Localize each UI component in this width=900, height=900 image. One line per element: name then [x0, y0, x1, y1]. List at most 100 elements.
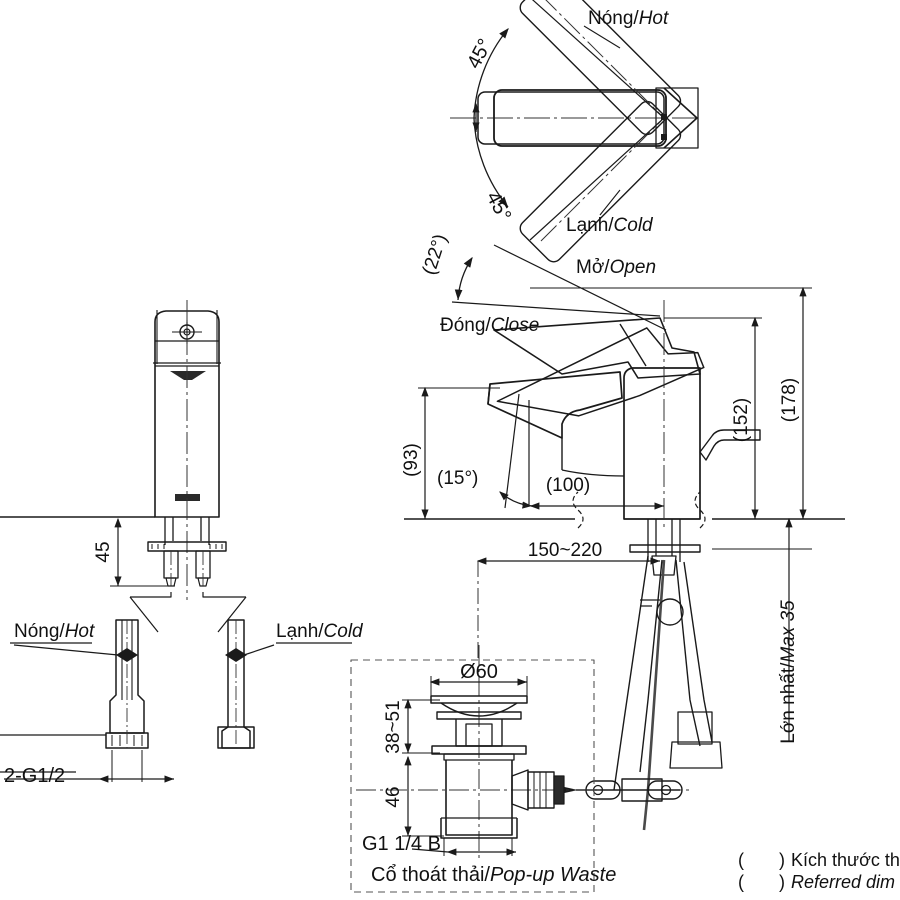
front-handle-sides — [156, 310, 218, 364]
flare-right-diag — [217, 596, 247, 633]
hot-label-leader — [583, 25, 621, 49]
supply-detail-group — [0, 619, 352, 783]
dim-label-152: (152) — [731, 398, 752, 442]
handle-hot-position — [519, 100, 682, 263]
pivot-dot-upper — [661, 114, 667, 120]
supply-hot-label: Nóng/Hot — [14, 621, 95, 642]
pivot-dot-lower — [661, 134, 667, 140]
spout-underside — [561, 469, 625, 477]
front-lever-indicator — [170, 371, 206, 380]
dim-ext-2g12 — [111, 750, 143, 782]
top-view-group — [450, 0, 700, 263]
supply-hose-left — [613, 555, 649, 791]
popup-pivot-nut-faces — [533, 772, 547, 808]
popup-gasket — [443, 753, 515, 761]
flare-right-top — [202, 592, 246, 598]
hot-supply-nut — [105, 732, 149, 749]
supply-hose-coupling — [677, 711, 713, 745]
popup-thread-label: G1 1/4 B — [362, 833, 441, 855]
dim-ext-d60 — [430, 676, 528, 698]
front-stud-tip-right — [197, 577, 209, 587]
flare-left-diag — [129, 596, 159, 633]
supply-cold-label: Lạnh/Cold — [276, 621, 364, 642]
cold-label-leader — [599, 189, 621, 216]
supply-hose-left-inner — [639, 559, 663, 773]
dim-label-150-220: 150~220 — [528, 540, 603, 561]
front-stud-centerlines — [170, 551, 204, 586]
cold-extension-line — [529, 117, 665, 241]
lever-angle-arc — [454, 256, 473, 301]
clevis-pin-right — [660, 784, 672, 796]
popup-pivot-washer — [553, 775, 565, 805]
hot-supply-marker — [116, 648, 138, 662]
break-symbol-right — [694, 491, 706, 529]
popup-pivot-boss — [511, 769, 529, 811]
dim-label-max35: Lớn nhất/Max 35 — [778, 600, 799, 744]
supply-hose-right-inner — [683, 561, 713, 743]
cold-supply-marker — [225, 648, 247, 662]
front-shanks — [164, 517, 210, 545]
lift-rod-clip — [640, 599, 660, 607]
hot-label-leader-2 — [13, 644, 119, 656]
faucet-column — [623, 367, 701, 520]
legend-paren-close-1: ) — [779, 850, 785, 870]
hot-extension-line — [531, 0, 665, 119]
spout-angle-edge-line — [504, 393, 520, 509]
front-mounting-plate-teeth — [151, 544, 223, 549]
front-view-group — [0, 300, 247, 633]
close-label: Đóng/Close — [440, 315, 539, 336]
spout-tip-face — [487, 383, 491, 405]
close-reference-line — [451, 301, 661, 317]
front-stud-left — [163, 550, 179, 579]
handle-cold-position — [519, 0, 682, 136]
lever-open — [496, 327, 705, 417]
legend-line-vi: Kích thước th — [791, 850, 900, 870]
handle-nose-box — [655, 87, 699, 149]
popup-detail-frame — [350, 659, 595, 893]
flare-left-top — [130, 592, 172, 598]
cold-supply-nut — [217, 726, 255, 749]
faucet-shanks — [647, 519, 681, 562]
dim-label-93: (93) — [401, 443, 422, 477]
dim-label-100: (100) — [546, 475, 590, 496]
front-stud-right — [195, 550, 211, 579]
popup-flange-ring — [436, 711, 522, 720]
dim-label-d60: Ø60 — [460, 661, 498, 683]
front-faucet-body — [154, 310, 220, 518]
side-view-group — [404, 244, 845, 831]
supply-hose-nut — [669, 741, 723, 769]
legend-paren-close-2: ) — [779, 872, 785, 892]
break-symbol-left — [572, 491, 584, 529]
dim-label-15deg: (15°) — [437, 468, 478, 489]
dim-label-178: (178) — [779, 378, 800, 422]
thread-spec-label: 2-G1/2 — [4, 765, 65, 787]
dim-label-38-51: 38~51 — [383, 700, 404, 753]
legend-paren-open-2: ( — [738, 872, 744, 892]
top-cold-label: Lạnh/Cold — [566, 215, 654, 236]
popup-caption: Cổ thoát thải/Pop-up Waste — [371, 864, 616, 886]
popup-waste-group — [350, 645, 600, 893]
popup-top-flange — [430, 695, 528, 704]
clevis-link-right — [647, 780, 683, 800]
lift-rod-pivot-ball — [656, 598, 684, 626]
supply-hose-right — [675, 559, 701, 747]
hot-supply-nut-faces — [111, 735, 143, 746]
dim-ext-g114b — [443, 838, 513, 856]
mounting-nut — [651, 555, 677, 576]
legend-line-en: Referred dim — [791, 872, 895, 892]
popup-middle-flange — [431, 745, 527, 755]
popup-thread-collar — [440, 818, 518, 839]
legend-paren-open-1: ( — [738, 850, 744, 870]
dim-leader-g114b — [411, 848, 449, 853]
open-label: Mở/Open — [576, 257, 656, 278]
legend-group: ( ) Kích thước th ( ) Referred dim — [738, 850, 900, 892]
deck-washer-plate — [629, 544, 701, 553]
front-brand-plate — [175, 494, 200, 501]
lift-rod-knob — [699, 429, 761, 461]
cold-label-leader-2 — [243, 644, 275, 656]
lever-closed-crease — [619, 323, 647, 367]
dim-label-45: 45 — [93, 541, 114, 562]
